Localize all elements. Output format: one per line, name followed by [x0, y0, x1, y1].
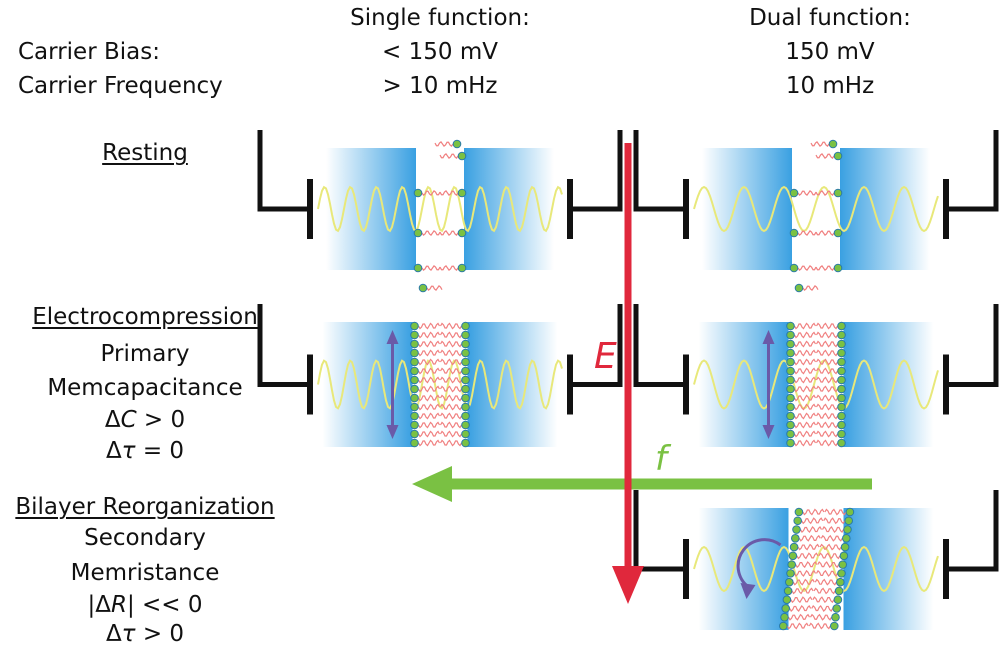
- single-bias-value: < 150 mV: [382, 39, 498, 65]
- bilayer-secondary-label: Secondary: [84, 525, 206, 551]
- panel-bilayer-dual: [633, 490, 999, 631]
- lipid-molecules: [779, 507, 855, 631]
- carrier-frequency-label: Carrier Frequency: [18, 73, 223, 99]
- right-electrode: [570, 130, 623, 212]
- right-electrode: [946, 490, 999, 572]
- dual-frequency-value: 10 mHz: [785, 73, 875, 99]
- single-frequency-value: > 10 mHz: [382, 73, 498, 99]
- dual-function-title: Dual function:: [749, 5, 911, 31]
- field-arrow: [612, 143, 644, 604]
- electrocompression-title: Electrocompression: [32, 304, 258, 330]
- carrier-sine-wave: [693, 359, 939, 410]
- field-e-label: E: [594, 336, 617, 377]
- left-electrode: [633, 304, 686, 387]
- panel-electro-dual: [633, 304, 999, 448]
- carrier-sine-wave: [317, 185, 563, 233]
- lipid-molecules: [410, 321, 470, 448]
- bilayer-reorganization-title: Bilayer Reorganization: [15, 494, 275, 520]
- right-electrode: [570, 304, 623, 387]
- carrier-sine-wave: [317, 359, 563, 410]
- right-water-region: [843, 322, 934, 447]
- compression-arrow-head-bottom: [386, 425, 399, 439]
- right-electrode: [946, 304, 999, 387]
- compression-arrow-head-bottom: [762, 425, 775, 439]
- rotation-arrow-head: [740, 583, 756, 599]
- bilayer-memristance-label: Memristance: [70, 560, 220, 586]
- right-water-region: [464, 148, 554, 270]
- panel-electro-single: [257, 304, 623, 448]
- left-water-region: [702, 148, 792, 270]
- electro-primary-label: Primary: [100, 341, 190, 367]
- lipid-molecules: [789, 139, 843, 293]
- resting-title: Resting: [102, 140, 188, 166]
- carrier-sine-wave: [693, 185, 939, 233]
- left-water-region: [322, 322, 413, 447]
- left-electrode: [257, 130, 310, 212]
- lipid-molecules: [413, 139, 467, 293]
- right-electrode: [946, 130, 999, 212]
- compression-arrow-head-top: [386, 330, 399, 344]
- lipid-molecules: [786, 321, 846, 448]
- frequency-f-label: f: [655, 439, 672, 479]
- single-function-title: Single function:: [350, 5, 530, 31]
- carrier-bias-label: Carrier Bias:: [18, 39, 160, 65]
- left-electrode: [257, 304, 310, 387]
- left-electrode: [633, 130, 686, 212]
- panel-resting-single: [257, 130, 623, 293]
- panel-resting-dual: [633, 130, 999, 293]
- electro-memcapacitance-label: Memcapacitance: [47, 375, 243, 401]
- rotation-arrow: [736, 538, 782, 589]
- right-water-region: [843, 508, 934, 630]
- bilayer-delta-tau-equation: Δτ > 0: [105, 621, 185, 647]
- left-electrode: [633, 490, 686, 572]
- dual-bias-value: 150 mV: [785, 39, 875, 65]
- carrier-sine-wave: [693, 545, 939, 593]
- frequency-arrow: [412, 466, 872, 502]
- electro-delta-c-equation: ΔC > 0: [104, 407, 186, 433]
- electro-delta-tau-equation: Δτ = 0: [105, 438, 185, 464]
- compression-arrow-head-top: [762, 330, 775, 344]
- bilayer-delta-r-equation: |ΔR| << 0: [87, 592, 203, 618]
